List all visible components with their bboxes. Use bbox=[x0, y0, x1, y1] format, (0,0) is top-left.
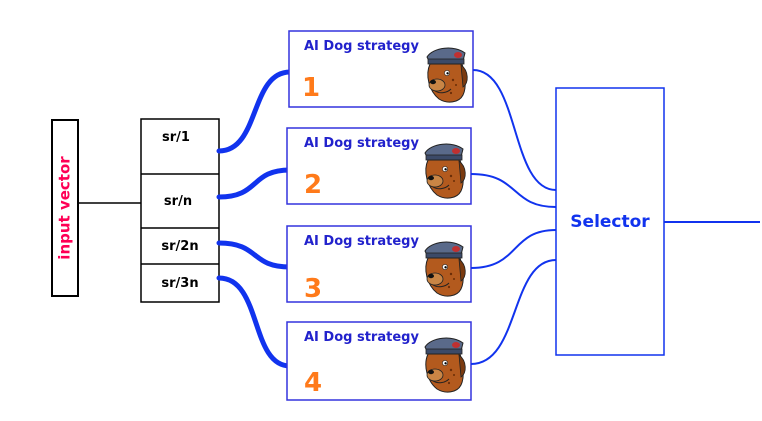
strategy-number: 4 bbox=[304, 368, 322, 398]
out-wire-2 bbox=[470, 173, 557, 208]
out-wire-3 bbox=[470, 229, 557, 269]
strategy-title: AI Dog strategy bbox=[304, 234, 419, 249]
wire-3 bbox=[216, 240, 293, 270]
rate-label-1: sr/1 bbox=[162, 130, 190, 145]
strategy-number: 3 bbox=[304, 274, 322, 304]
strategy-to-selector-wires bbox=[470, 69, 557, 365]
strategy-number: 1 bbox=[302, 73, 320, 103]
out-wire-4 bbox=[470, 259, 557, 365]
input-vector-node: input vector bbox=[51, 119, 79, 297]
input-vector-label: input vector bbox=[56, 156, 74, 260]
strategy-title: AI Dog strategy bbox=[304, 330, 419, 345]
rate-label-3: sr/2n bbox=[161, 239, 198, 254]
out-wire-1 bbox=[472, 69, 557, 191]
strategy-title: AI Dog strategy bbox=[304, 136, 419, 151]
strategy-number: 2 bbox=[304, 170, 322, 200]
strategy-box-4: AI Dog strategy 4 bbox=[286, 321, 472, 401]
wire-1 bbox=[216, 69, 293, 154]
strategy-title: AI Dog strategy bbox=[304, 39, 419, 54]
rate-stack: sr/1 sr/n sr/2n sr/3n bbox=[140, 118, 220, 303]
wire-4 bbox=[216, 275, 293, 369]
selector-label: Selector bbox=[570, 212, 650, 232]
rate-label-2: sr/n bbox=[164, 194, 192, 209]
wire-2 bbox=[216, 167, 293, 200]
rate-label-4: sr/3n bbox=[161, 276, 198, 291]
rate-to-strategy-wires bbox=[216, 69, 293, 369]
selector-node: Selector bbox=[555, 87, 665, 356]
